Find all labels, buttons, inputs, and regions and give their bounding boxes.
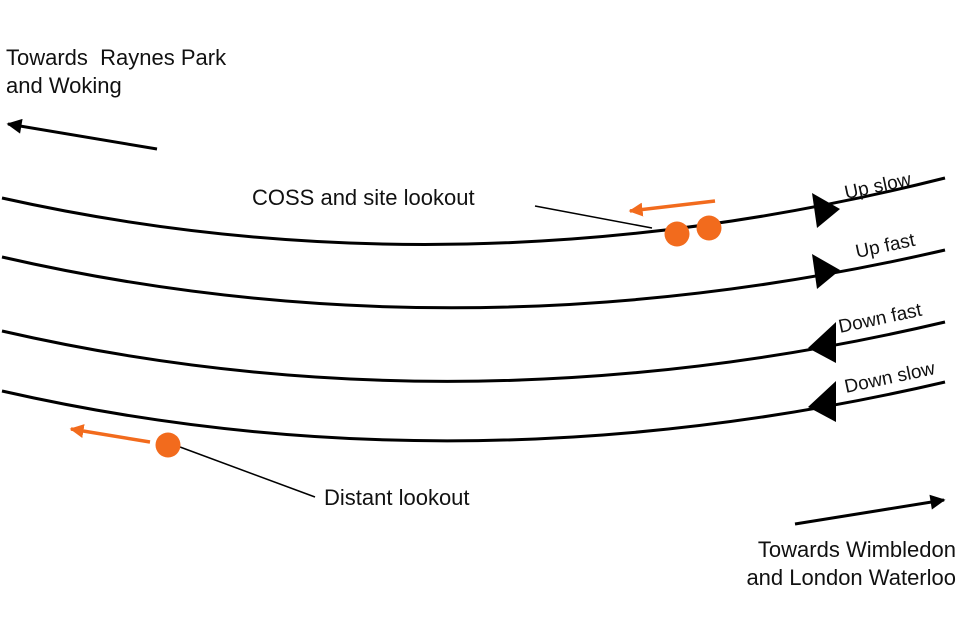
direction-label-east-line1: Towards Wimbledon xyxy=(757,537,956,562)
coss-lookout-marker xyxy=(664,221,690,247)
track-label-down-slow: Down slow xyxy=(843,358,937,398)
direction-label-west-line2: and Woking xyxy=(6,73,122,98)
track-label-down-fast: Down fast xyxy=(837,300,925,338)
direction-label-west: Towards Raynes Park and Woking xyxy=(6,44,226,100)
distant-lookout-marker xyxy=(155,432,181,458)
distant-movement-arrow xyxy=(69,424,151,444)
track-down-slow xyxy=(1,380,946,443)
down-slow-direction-icon xyxy=(808,381,836,422)
track-label-up-slow: Up slow xyxy=(843,169,914,204)
coss-movement-arrow xyxy=(628,199,716,217)
direction-label-east-line2: and London Waterloo xyxy=(746,565,956,590)
distant-leader-line xyxy=(179,446,316,498)
coss-label: COSS and site lookout xyxy=(252,185,475,210)
track-up-fast xyxy=(1,248,946,310)
distant-lookout-label: Distant lookout xyxy=(324,485,470,510)
direction-label-west-line1: Towards Raynes Park xyxy=(6,45,227,70)
direction-label-east: Towards Wimbledon and London Waterloo xyxy=(746,536,956,592)
up-slow-direction-icon xyxy=(812,193,840,228)
site-lookout-marker xyxy=(696,215,722,241)
track-up-slow xyxy=(1,176,946,246)
up-fast-direction-icon xyxy=(812,254,840,289)
track-down-fast xyxy=(1,320,946,383)
coss-leader-line xyxy=(534,205,653,229)
direction-arrow-west xyxy=(6,118,158,151)
direction-arrow-east xyxy=(794,494,946,526)
down-fast-direction-icon xyxy=(808,322,836,363)
